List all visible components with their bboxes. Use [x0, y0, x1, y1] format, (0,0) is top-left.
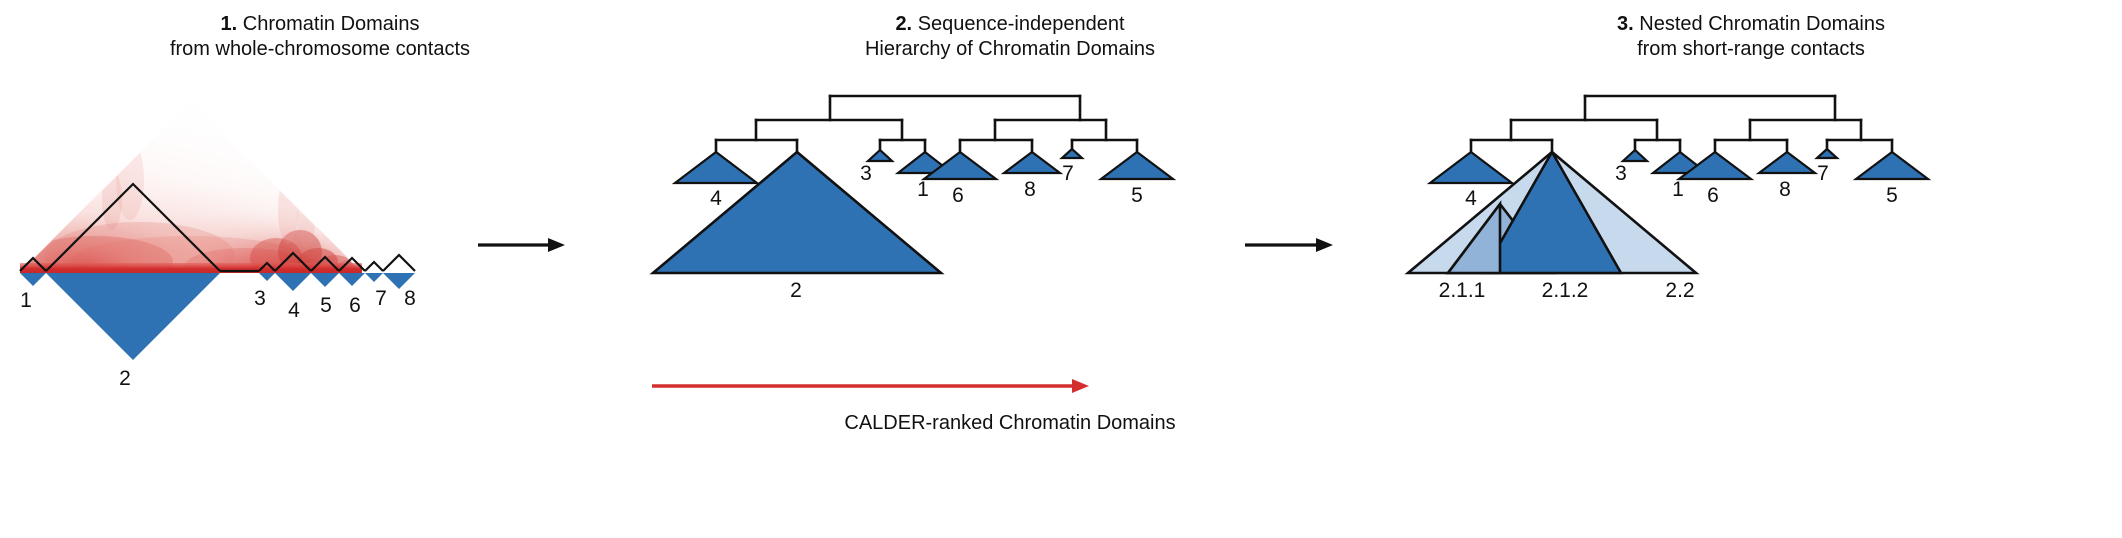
nested-label-2-1-1: 2.1.1: [1439, 279, 1486, 302]
panel-2-title-line2: Hierarchy of Chromatin Domains: [864, 38, 1156, 60]
panel-2-canvas: 4 2 3 1 6 8 7 5: [649, 94, 1333, 393]
panel-3-dendrogram: [1469, 94, 1894, 154]
panel-2-label-5: 5: [1131, 184, 1143, 207]
panel-3-label-8: 8: [1779, 178, 1791, 201]
leaf-triangle-3: [865, 148, 895, 163]
panel-sequence-independent-hierarchy: 2. Sequence-independent Hierarchy of Chr…: [640, 0, 1380, 538]
domain-outline-6: [338, 256, 366, 272]
domain-outline-7: [364, 260, 384, 272]
panel-2-label-3: 3: [860, 162, 872, 185]
leaf-triangle-8: [1000, 150, 1064, 175]
panel-1-label-3: 3: [254, 287, 266, 310]
panel-nested-chromatin-domains: 3. Nested Chromatin Domains from short-r…: [1380, 0, 2122, 538]
domain-outline-5: [310, 255, 340, 272]
panel-2-label-6: 6: [952, 184, 964, 207]
nested-label-2-2: 2.2: [1665, 279, 1694, 302]
domain-outline-2-outer: [45, 182, 221, 272]
panel-2-number: 2.: [895, 13, 913, 35]
panel-3-canvas: 4 3 1 6 8 7 5 2.1.1 2.1.2 2.2: [1404, 94, 1932, 302]
domain-outline-3: [258, 261, 276, 272]
panel-3-title-line1: Nested Chromatin Domains: [1639, 13, 1885, 35]
domain-outline-1: [19, 256, 47, 272]
domain-triangles-lower: [20, 273, 415, 360]
panel-1-domain-labels: 1 2 3 4 5 6 7 8: [20, 287, 416, 390]
leaf-triangle-5: [1097, 150, 1177, 181]
panel-3-nested-labels: 2.1.1 2.1.2 2.2: [1439, 279, 1695, 302]
leaf-triangle-3: [1620, 148, 1650, 163]
panel-3-leaf-triangles: [1426, 147, 1932, 185]
leaf-triangle-7: [1059, 147, 1085, 160]
leaf-triangle-8: [1755, 150, 1819, 175]
panel-1-label-8: 8: [404, 287, 416, 310]
leaf-triangle-7: [1814, 147, 1840, 160]
panel-2-leaf-triangles: [671, 147, 1177, 185]
domain-triangle-7: [365, 273, 383, 282]
domain-triangle-6: [339, 273, 365, 286]
nested-triangle-2-1-2: [1480, 149, 1624, 275]
leaf-triangle-5: [1852, 150, 1932, 181]
domain-triangle-3: [259, 273, 275, 281]
panel-2-label-7: 7: [1062, 162, 1074, 185]
domain-outlines-upper: [19, 182, 416, 273]
panel-1-title-line2: from whole-chromosome contacts: [169, 38, 471, 60]
panel-1-title-line1: Chromatin Domains: [242, 13, 420, 35]
panel-3-title: 3. Nested Chromatin Domains from short-r…: [1380, 12, 2122, 62]
panel-3-label-7: 7: [1817, 162, 1829, 185]
panel-3-number: 3.: [1617, 13, 1634, 35]
domain-outline-4: [274, 251, 312, 272]
calder-arrow: [652, 379, 1089, 393]
panel-2-label-8: 8: [1024, 178, 1036, 201]
panel-1-number: 1.: [220, 13, 238, 35]
domain-triangle-1: [20, 273, 46, 286]
leaf-triangle-4: [1426, 150, 1516, 185]
leaf-triangle-2: [649, 150, 945, 275]
panel-3-leaf-labels: 4 3 1 6 8 7 5: [1465, 162, 1898, 210]
panel-3-label-5: 5: [1886, 184, 1898, 207]
step-arrow-2-to-3: [1245, 238, 1333, 252]
panel-2-leaf-labels: 4 2 3 1 6 8 7 5: [710, 162, 1143, 302]
step-arrow-1-to-2: [478, 238, 565, 252]
leaf-triangle-6: [1675, 150, 1755, 181]
panel-chromatin-domains: 1. Chromatin Domains from whole-chromoso…: [0, 0, 640, 538]
panel-1-title: 1. Chromatin Domains from whole-chromoso…: [0, 12, 640, 62]
panel-1-label-5: 5: [320, 294, 332, 317]
panel-2-label-2: 2: [790, 279, 802, 302]
panel-2-title-line1: Sequence-independent: [917, 13, 1125, 35]
domain-triangle-4: [275, 273, 311, 291]
panel-2-dendrogram: [714, 94, 1139, 154]
nested-triangle-2-1-1: [1445, 200, 1502, 275]
domain-triangle-5: [311, 273, 339, 287]
panel-3-title-line2: from short-range contacts: [1637, 38, 1865, 60]
nested-domain-triangles: [1404, 149, 1700, 275]
leaf-triangle-6: [920, 150, 1000, 181]
panel-2-label-1: 1: [917, 178, 929, 201]
panel-2-label-4: 4: [710, 187, 722, 210]
domain-triangle-8: [383, 273, 415, 289]
panel-1-label-7: 7: [375, 287, 387, 310]
panel-3-label-6: 6: [1707, 184, 1719, 207]
domain-triangle-2: [46, 273, 220, 360]
panel-1-canvas: 1 2 3 4 5 6 7 8: [19, 101, 565, 390]
panel-2-title: 2. Sequence-independent Hierarchy of Chr…: [640, 12, 1380, 62]
domain-outline-8: [382, 253, 416, 272]
calder-caption: CALDER-ranked Chromatin Domains: [844, 412, 1176, 434]
hic-contact-heatmap: [20, 101, 362, 273]
panel-1-label-6: 6: [349, 294, 361, 317]
leaf-triangle-4: [671, 150, 761, 185]
panel-1-label-1: 1: [20, 289, 32, 312]
panel-1-label-4: 4: [288, 299, 300, 322]
panel-3-label-3: 3: [1615, 162, 1627, 185]
panel-3-label-1: 1: [1672, 178, 1684, 201]
panel-1-label-2: 2: [119, 367, 131, 390]
panel-3-label-4: 4: [1465, 187, 1477, 210]
nested-label-2-1-2: 2.1.2: [1542, 279, 1589, 302]
